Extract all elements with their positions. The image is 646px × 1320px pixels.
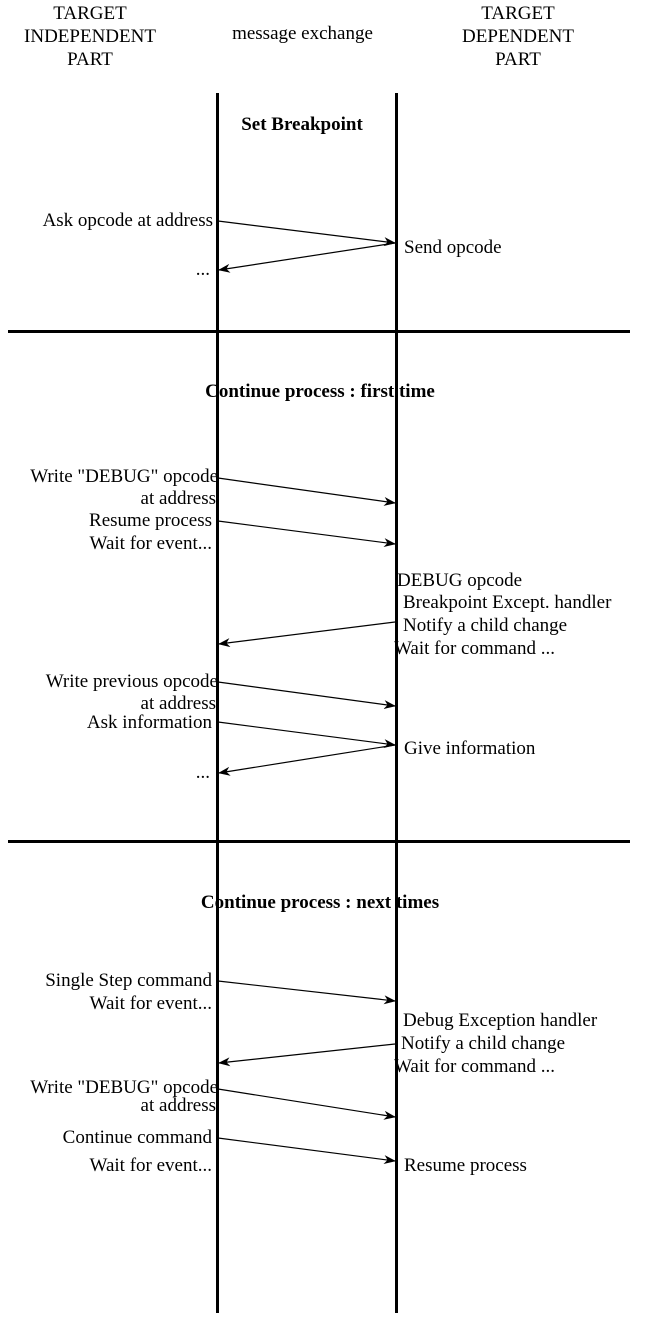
label-continue-command: Continue command bbox=[62, 1127, 212, 1148]
label-ask-opcode-at-address: Ask opcode at address bbox=[42, 210, 213, 231]
section-title-continue-next-times: Continue process : next times bbox=[200, 892, 440, 913]
label-at-address-2: at address bbox=[140, 693, 216, 714]
label-notify-a-child-change-1: Notify a child change bbox=[403, 615, 568, 636]
label-ellipsis-1: ... bbox=[195, 259, 210, 280]
message-arrow-send-opcode bbox=[218, 242, 396, 273]
label-wait-for-command-2: Wait for command ... bbox=[394, 1056, 555, 1077]
message-arrow-ask-opcode bbox=[217, 220, 396, 247]
label-send-opcode: Send opcode bbox=[404, 237, 502, 258]
column-header-target-dependent: TARGET DEPENDENT PART bbox=[462, 3, 574, 70]
label-ask-information: Ask information bbox=[86, 712, 212, 733]
label-breakpoint-except-handler: Breakpoint Except. handler bbox=[403, 592, 612, 613]
label-at-address-1: at address bbox=[140, 488, 216, 509]
label-resume-process-2: Resume process bbox=[404, 1155, 527, 1176]
message-arrow-continue-command bbox=[217, 1137, 396, 1165]
message-arrow-notify-child-change-1 bbox=[218, 621, 396, 648]
section-title-set-breakpoint: Set Breakpoint bbox=[241, 114, 363, 135]
label-give-information: Give information bbox=[404, 738, 536, 759]
label-resume-process-1: Resume process bbox=[89, 510, 212, 531]
label-write-debug-opcode-1: Write "DEBUG" opcode bbox=[30, 466, 218, 487]
label-wait-for-event-2: Wait for event... bbox=[89, 993, 212, 1014]
label-wait-for-event-3: Wait for event... bbox=[89, 1155, 212, 1176]
label-write-previous-opcode: Write previous opcode bbox=[45, 671, 218, 692]
column-header-message-exchange: message exchange bbox=[232, 23, 373, 44]
label-wait-for-command-1: Wait for command ... bbox=[394, 638, 555, 659]
label-single-step-command: Single Step command bbox=[45, 970, 212, 991]
label-ellipsis-2: ... bbox=[195, 762, 210, 783]
section-title-continue-first-time: Continue process : first time bbox=[205, 381, 435, 402]
label-wait-for-event-1: Wait for event... bbox=[89, 533, 212, 554]
message-arrow-notify-child-change-2 bbox=[218, 1043, 396, 1067]
label-debug-exception-handler: Debug Exception handler bbox=[403, 1010, 598, 1031]
message-arrow-ask-information bbox=[217, 721, 396, 749]
message-arrow-resume-process-1 bbox=[217, 520, 396, 548]
message-arrow-give-information bbox=[218, 744, 396, 776]
message-arrow-write-previous-opcode bbox=[217, 681, 396, 709]
label-write-debug-opcode-2: Write "DEBUG" opcode bbox=[30, 1077, 218, 1098]
column-header-target-independent: TARGET INDEPENDENT PART bbox=[24, 3, 156, 70]
label-debug-opcode: DEBUG opcode bbox=[397, 570, 523, 591]
message-arrow-single-step-command bbox=[217, 980, 396, 1005]
label-at-address-3: at address bbox=[140, 1095, 216, 1116]
message-arrow-write-debug-opcode-1 bbox=[217, 477, 396, 506]
message-arrow-write-debug-opcode-2 bbox=[217, 1088, 396, 1120]
label-notify-a-child-change-2: Notify a child change bbox=[401, 1033, 566, 1054]
